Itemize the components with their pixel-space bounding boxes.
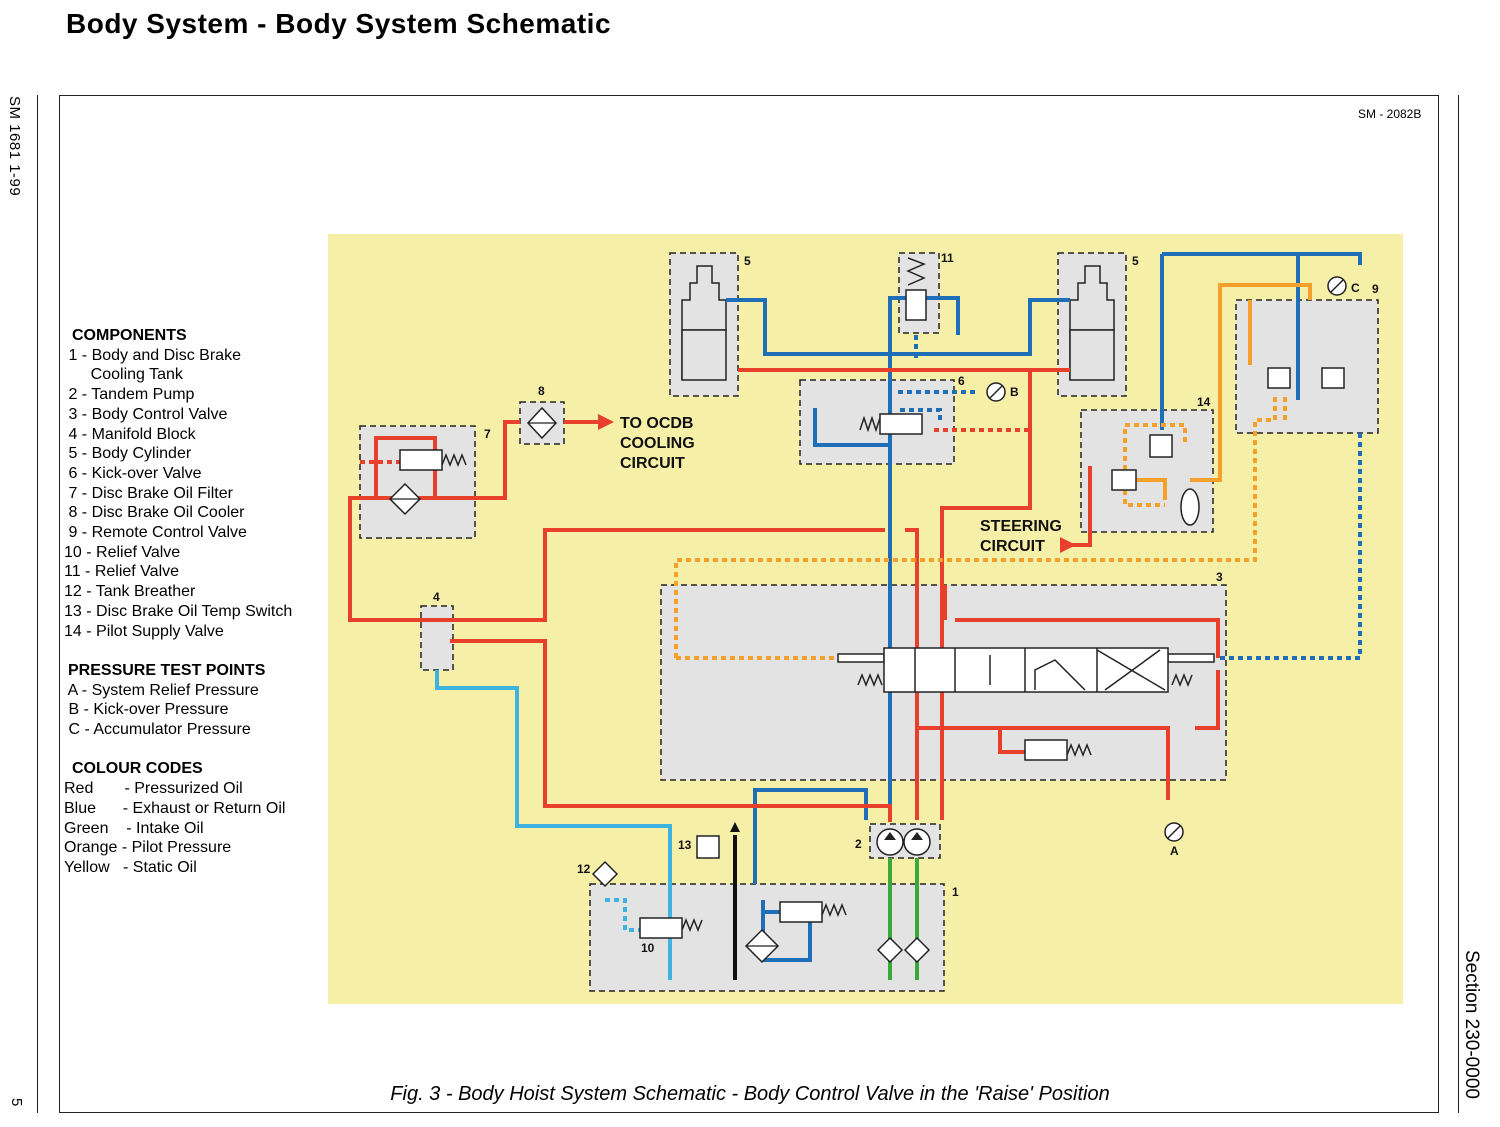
- components-list: 1 - Body and Disc Brake Cooling Tank 2 -…: [64, 346, 292, 642]
- component-item: 12 - Tank Breather: [64, 583, 196, 601]
- left-rule: [37, 95, 38, 1113]
- steering-label-line-2: CIRCUIT: [980, 538, 1045, 555]
- remote-valve-left: [1267, 367, 1291, 389]
- relief-valve-10-spool: [639, 917, 683, 939]
- tank-valve-spring: [821, 902, 847, 918]
- label-8: 8: [538, 384, 545, 398]
- label-14: 14: [1197, 395, 1211, 409]
- label-9: 9: [1372, 282, 1379, 296]
- breather-icon: [591, 860, 619, 888]
- pressure-list: A - System Relief Pressure B - Kick-over…: [64, 681, 292, 740]
- steering-arrow-icon: [1060, 537, 1076, 553]
- remote-control-valve-box: [1235, 299, 1379, 434]
- colour-code-item: Blue - Exhaust or Return Oil: [64, 799, 286, 817]
- component-item: 7 - Disc Brake Oil Filter: [64, 484, 233, 502]
- body-cylinder-right-barrel: [1069, 329, 1115, 381]
- pressure-heading: PRESSURE TEST POINTS: [68, 661, 266, 679]
- label-2: 2: [855, 837, 862, 851]
- ocdb-label-line-3: CIRCUIT: [620, 455, 685, 472]
- remote-valve-right: [1321, 367, 1345, 389]
- component-item: 10 - Relief Valve: [64, 543, 181, 561]
- label-5-left: 5: [744, 254, 751, 268]
- right-rule: [1458, 95, 1459, 1113]
- component-item: Cooling Tank: [64, 366, 183, 384]
- page-title: Body System - Body System Schematic: [66, 8, 612, 39]
- components-heading: COMPONENTS: [72, 327, 187, 344]
- body-cylinder-left-barrel: [681, 329, 727, 381]
- body-control-valve-spool: [837, 647, 1215, 693]
- label-6: 6: [958, 374, 965, 388]
- body-cylinder-right-icon: [1069, 265, 1115, 380]
- component-item: 14 - Pilot Supply Valve: [64, 622, 224, 640]
- colour-code-item: Orange - Pilot Pressure: [64, 839, 232, 857]
- label-13: 13: [678, 838, 692, 852]
- component-item: 13 - Disc Brake Oil Temp Switch: [64, 602, 293, 620]
- control-relief-spring: [1066, 742, 1092, 758]
- colour-code-item: Green - Intake Oil: [64, 819, 204, 837]
- label-c: C: [1351, 281, 1360, 295]
- component-item: 11 - Relief Valve: [64, 563, 180, 581]
- tank-return-valve: [779, 901, 823, 923]
- relief-10-spring: [681, 917, 703, 933]
- component-item: 1 - Body and Disc Brake: [64, 346, 241, 364]
- page-number: 5: [8, 1098, 25, 1107]
- label-5-right: 5: [1132, 254, 1139, 268]
- disc-brake-oil-filter-box: [359, 425, 476, 539]
- strainer-right-icon: [903, 936, 931, 964]
- pressure-point-item: B - Kick-over Pressure: [64, 701, 229, 719]
- filter-spring: [441, 452, 467, 468]
- tandem-pump-icon: [876, 828, 931, 856]
- component-item: 9 - Remote Control Valve: [64, 524, 247, 542]
- label-a: A: [1170, 844, 1179, 858]
- label-12: 12: [577, 862, 591, 876]
- figure-caption: Fig. 3 - Body Hoist System Schematic - B…: [390, 1083, 1110, 1105]
- component-item: 4 - Manifold Block: [64, 425, 196, 443]
- control-valve-spring-right: [1171, 672, 1193, 688]
- kick-over-spring: [859, 415, 881, 433]
- component-item: 5 - Body Cylinder: [64, 445, 192, 463]
- manual-code: SM 1681 1-99: [6, 96, 23, 197]
- kick-over-valve-spool: [879, 413, 923, 435]
- label-b: B: [1010, 385, 1019, 399]
- label-1: 1: [952, 885, 959, 899]
- pilot-supply-check: [1111, 469, 1137, 491]
- temp-switch-arrow-icon: [730, 822, 740, 832]
- ocdb-arrow-icon: [598, 414, 614, 430]
- colour-heading: COLOUR CODES: [72, 760, 203, 778]
- pressure-point-item: C - Accumulator Pressure: [64, 721, 251, 739]
- label-11: 11: [941, 251, 954, 265]
- relief-valve-11-spool: [905, 289, 927, 321]
- component-item: 6 - Kick-over Valve: [64, 464, 202, 482]
- component-item: 8 - Disc Brake Oil Cooler: [64, 504, 245, 522]
- label-10: 10: [641, 941, 655, 955]
- figure-frame: [59, 95, 1439, 1113]
- component-item: 3 - Body Control Valve: [64, 405, 228, 423]
- label-7: 7: [484, 427, 491, 441]
- kick-over-valve-box: [799, 379, 955, 465]
- steering-label-line-1: STEERING: [980, 518, 1062, 535]
- ocdb-label-line-1: TO OCDB: [620, 415, 693, 432]
- component-item: 2 - Tandem Pump: [64, 386, 195, 404]
- figure-code: SM - 2082B: [1358, 107, 1422, 121]
- pilot-supply-spool: [1149, 434, 1173, 458]
- colour-code-item: Red - Pressurized Oil: [64, 780, 243, 798]
- legend: COMPONENTS 1 - Body and Disc Brake Cooli…: [64, 326, 292, 878]
- ocdb-label-line-2: COOLING: [620, 435, 695, 452]
- section-number: Section 230-0000: [1461, 950, 1482, 1099]
- pressure-point-item: A - System Relief Pressure: [64, 681, 259, 699]
- manifold-block-box: [420, 605, 454, 671]
- control-valve-spring-left: [857, 672, 883, 688]
- filter-bypass-valve: [399, 449, 443, 471]
- temp-switch-icon: [696, 835, 720, 859]
- colour-code-item: Yellow - Static Oil: [64, 858, 197, 876]
- relief-11-spring: [906, 257, 926, 286]
- label-3: 3: [1216, 570, 1223, 584]
- control-valve-relief: [1024, 739, 1068, 761]
- label-4: 4: [433, 590, 440, 604]
- accumulator-icon: [1180, 488, 1200, 526]
- strainer-left-icon: [876, 936, 904, 964]
